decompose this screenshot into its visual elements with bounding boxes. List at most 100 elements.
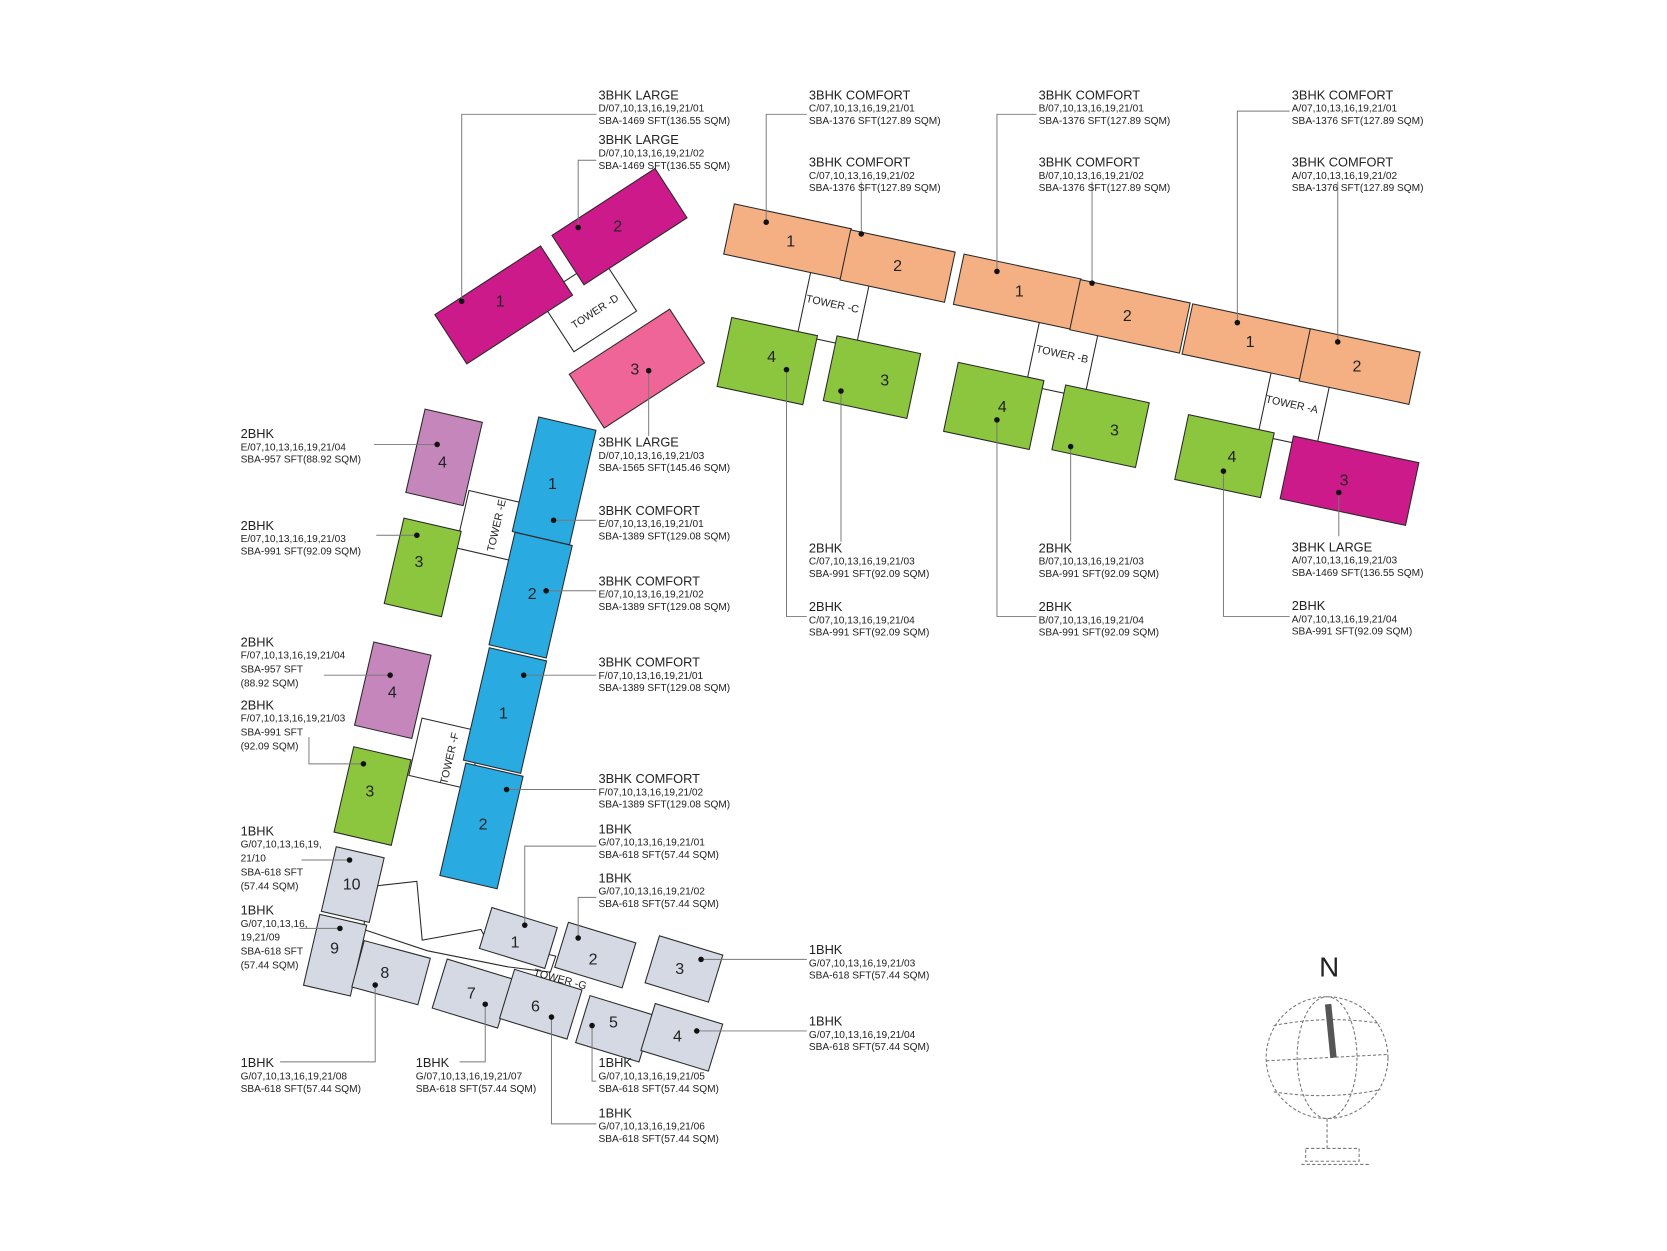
unit-area: SBA-1376 SFT(127.89 SQM) <box>1039 183 1171 194</box>
unit-code: G/07,10,13,16,19, <box>241 840 322 851</box>
unit-label-c01: 3BHK COMFORTC/07,10,13,16,19,21/01SBA-13… <box>763 87 941 225</box>
unit-d2[interactable] <box>551 167 688 286</box>
unit-c3[interactable] <box>822 335 922 420</box>
unit-type: 3BHK LARGE <box>598 132 678 147</box>
unit-marker-dot <box>346 857 353 863</box>
unit-type: 1BHK <box>241 823 275 838</box>
unit-d3-number: 3 <box>630 361 639 379</box>
unit-area: SBA-618 SFT(57.44 SQM) <box>241 1084 361 1095</box>
unit-label-b01: 3BHK COMFORTB/07,10,13,16,19,21/01SBA-13… <box>994 87 1170 275</box>
unit-marker-dot <box>521 922 528 928</box>
unit-code: G/07,10,13,16,19,21/07 <box>416 1072 523 1083</box>
towers-abc: 1 2 1 2 1 2 4 3 4 3 4 3 TOWER -C TOWER -… <box>716 203 1421 527</box>
unit-code: F/07,10,13,16,19,21/03 <box>241 714 346 725</box>
unit-f4[interactable] <box>353 641 432 740</box>
unit-a2[interactable] <box>1298 328 1421 405</box>
unit-type: 3BHK COMFORT <box>598 771 700 786</box>
unit-type: 3BHK LARGE <box>1292 539 1372 554</box>
leader-line <box>577 159 597 228</box>
unit-label-d03: 3BHK LARGED/07,10,13,16,19,21/03SBA-1565… <box>598 367 730 474</box>
unit-e3[interactable] <box>383 517 462 618</box>
unit-type: 1BHK <box>598 821 632 836</box>
unit-area: SBA-991 SFT(92.09 SQM) <box>1292 627 1412 638</box>
unit-code: A/07,10,13,16,19,21/02 <box>1292 171 1398 182</box>
unit-c4-number: 4 <box>767 348 776 366</box>
unit-g8[interactable] <box>351 939 431 1006</box>
unit-c4[interactable] <box>716 316 819 406</box>
unit-area: SBA-1389 SFT(129.08 SQM) <box>598 683 730 694</box>
unit-a4[interactable] <box>1174 414 1275 499</box>
unit-b4-number: 4 <box>998 398 1007 416</box>
unit-d1[interactable] <box>434 245 574 365</box>
unit-g10[interactable] <box>320 846 385 924</box>
unit-f2[interactable] <box>439 762 524 890</box>
unit-f1-number: 1 <box>499 705 508 723</box>
unit-marker-dot <box>1334 339 1341 345</box>
unit-area: SBA-991 SFT <box>241 728 303 739</box>
unit-type: 3BHK COMFORT <box>809 155 911 170</box>
unit-marker-dot <box>994 417 1000 423</box>
unit-area: (57.44 SQM) <box>241 881 299 892</box>
unit-f3[interactable] <box>333 746 412 846</box>
north-compass: N <box>1265 951 1389 1166</box>
unit-type: 2BHK <box>241 697 275 712</box>
leader-line <box>786 369 807 617</box>
unit-e4[interactable] <box>405 408 483 507</box>
unit-c2[interactable] <box>839 229 956 303</box>
leader-line <box>1222 471 1290 617</box>
unit-marker-dot <box>337 925 343 932</box>
unit-b3[interactable] <box>1051 384 1150 469</box>
unit-a3[interactable] <box>1279 435 1420 527</box>
unit-area: (57.44 SQM) <box>241 960 299 971</box>
unit-code: C/07,10,13,16,19,21/03 <box>809 557 915 568</box>
unit-c1-number: 1 <box>786 232 795 250</box>
unit-area: (92.09 SQM) <box>241 741 299 752</box>
unit-b4[interactable] <box>942 361 1045 451</box>
unit-g4-number: 4 <box>673 1027 682 1045</box>
unit-area: SBA-618 SFT(57.44 SQM) <box>598 1134 718 1145</box>
unit-code: F/07,10,13,16,19,21/04 <box>241 651 346 662</box>
unit-type: 1BHK <box>241 902 275 917</box>
unit-type: 2BHK <box>809 540 843 555</box>
unit-f1[interactable] <box>462 647 548 775</box>
unit-g6[interactable] <box>498 968 583 1040</box>
unit-type: 2BHK <box>1292 598 1326 613</box>
unit-code: G/07,10,13,16,19,21/03 <box>809 958 916 969</box>
tower-g: 10 9 8 7 6 5 4 3 2 1 TOWER -G <box>302 846 724 1072</box>
unit-b2[interactable] <box>1069 278 1191 354</box>
unit-code: E/07,10,13,16,19,21/02 <box>598 590 704 601</box>
unit-marker-dot <box>434 441 440 448</box>
unit-marker-dot <box>693 1028 700 1034</box>
unit-d3[interactable] <box>568 308 706 429</box>
north-label: N <box>1319 951 1339 982</box>
unit-g3[interactable] <box>644 935 724 1003</box>
unit-a1-number: 1 <box>1246 333 1255 351</box>
unit-area: SBA-618 SFT(57.44 SQM) <box>598 1084 718 1095</box>
unit-f2-number: 2 <box>479 816 488 834</box>
leader-line <box>765 113 807 223</box>
unit-code: E/07,10,13,16,19,21/03 <box>241 534 347 545</box>
unit-label-a02: 3BHK COMFORTA/07,10,13,16,19,21/02SBA-13… <box>1292 155 1423 345</box>
unit-label-b02: 3BHK COMFORTB/07,10,13,16,19,21/02SBA-13… <box>1039 155 1171 286</box>
unit-code: E/07,10,13,16,19,21/01 <box>598 519 704 530</box>
unit-type: 3BHK LARGE <box>598 87 678 102</box>
unit-g2[interactable] <box>554 921 637 989</box>
unit-area: SBA-1565 SFT(145.46 SQM) <box>598 463 730 474</box>
unit-g10-number: 10 <box>343 876 361 894</box>
leader-line <box>308 737 364 765</box>
unit-area: SBA-991 SFT(92.09 SQM) <box>1039 569 1159 580</box>
unit-marker-dot <box>645 367 652 374</box>
unit-type: 1BHK <box>598 1105 632 1120</box>
unit-e2[interactable] <box>488 531 573 659</box>
unit-g4[interactable] <box>640 1002 724 1072</box>
leader-line <box>461 113 597 302</box>
unit-type: 1BHK <box>416 1055 450 1070</box>
unit-area: SBA-991 SFT(92.09 SQM) <box>809 628 929 639</box>
unit-marker-dot <box>1089 280 1095 286</box>
